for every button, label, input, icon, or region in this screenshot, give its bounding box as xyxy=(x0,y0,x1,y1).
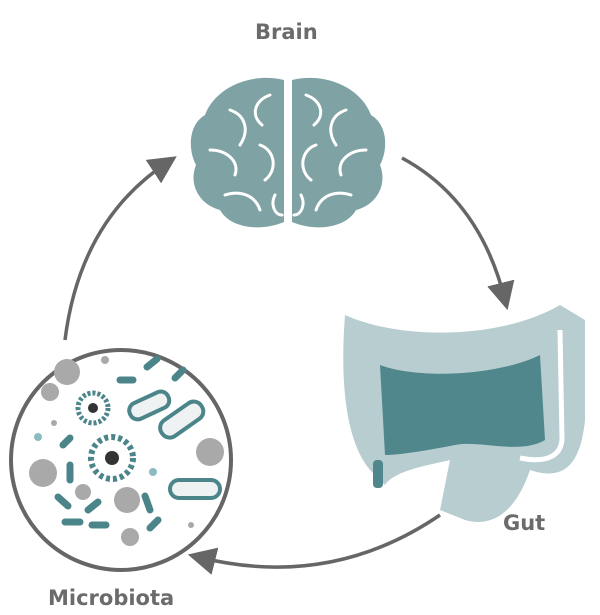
virus-icon xyxy=(75,390,136,482)
gut-label: Gut xyxy=(503,511,546,535)
arrow-brain-to-gut xyxy=(401,156,515,311)
arrow-gut-to-microbiota xyxy=(187,513,441,575)
brain-label: Brain xyxy=(255,20,318,44)
gut-icon xyxy=(343,297,585,522)
bacteria-icon xyxy=(127,389,222,500)
microbiota-label: Microbiota xyxy=(48,586,175,610)
arrow-microbiota-to-brain xyxy=(63,156,177,341)
brain-icon xyxy=(190,77,386,228)
microbiota-icon xyxy=(9,348,233,572)
